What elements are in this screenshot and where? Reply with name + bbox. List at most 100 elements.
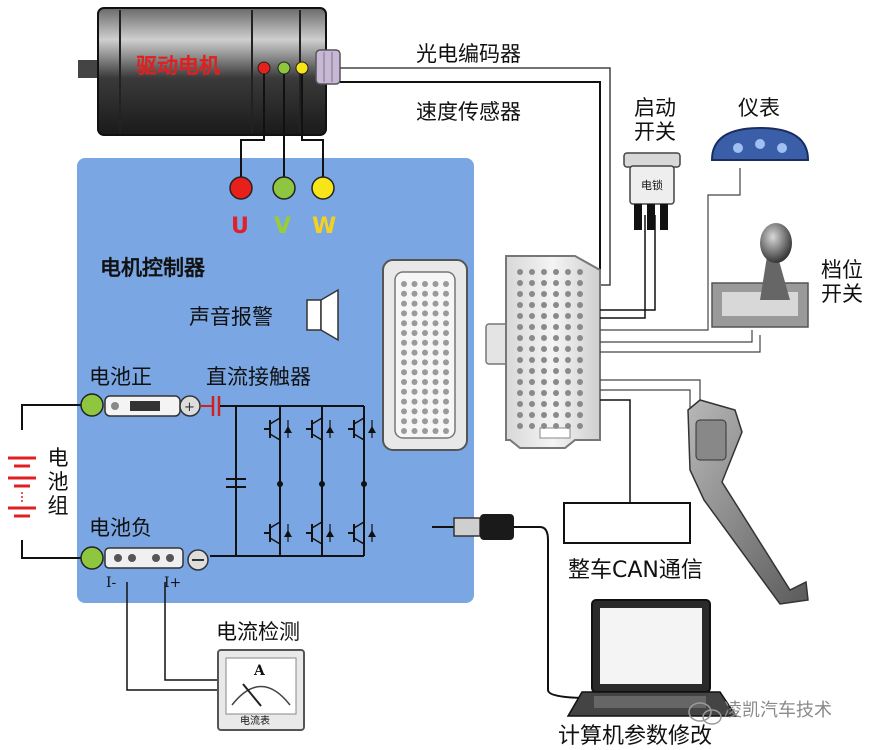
connector-pin: [577, 379, 583, 385]
connector-pin: [443, 398, 449, 405]
connector-pin: [541, 357, 547, 363]
connector-pin: [443, 281, 449, 287]
igbt-switch: [348, 518, 376, 548]
phase-node: [319, 481, 325, 487]
connector-pin: [577, 346, 583, 352]
connector-pin: [517, 368, 523, 374]
connector-pin: [565, 368, 571, 374]
connector-pin: [565, 324, 571, 330]
connector-pin: [541, 335, 547, 341]
connector-pin: [553, 423, 559, 429]
connector-pin: [577, 313, 583, 319]
connector-pin: [517, 335, 523, 341]
connector-pin: [541, 313, 547, 319]
gear-shifter: [711, 223, 809, 328]
connector-pin: [443, 379, 449, 385]
connector-pin: [443, 359, 449, 366]
connector-pin: [432, 379, 439, 385]
connector-pin: [443, 300, 449, 307]
connector-pin: [529, 379, 535, 385]
connector-pin: [517, 324, 523, 330]
dc-contactor-symbol: [200, 396, 236, 416]
controller-panel: [77, 158, 474, 603]
connector-pin: [432, 310, 439, 317]
igbt-switch: [264, 414, 292, 444]
connector-pin: [443, 330, 449, 336]
start-switch-label: 启动开关: [634, 96, 676, 145]
connector-pin: [411, 379, 418, 385]
connector-pin: [443, 310, 449, 317]
battery-pack-label: 电池组: [47, 446, 69, 519]
igbt-switch: [348, 414, 376, 444]
connector-pin: [422, 281, 428, 287]
gear-switch-label: 档位开关: [821, 258, 863, 307]
battery-positive-label: 电池正: [89, 365, 152, 389]
connector-pin: [517, 401, 523, 407]
connector-pin: [517, 423, 523, 429]
lock-text: 电锁: [641, 179, 663, 192]
connector-pin: [443, 320, 449, 327]
connector-pin: [541, 346, 547, 352]
connector-pin: [401, 418, 407, 425]
accelerator-pedal: [687, 399, 809, 605]
connector-pin: [529, 302, 535, 308]
current-sensing-label: 电流检测: [216, 620, 300, 644]
connector-pin: [443, 290, 449, 297]
connector-pin: [553, 357, 559, 363]
alarm-label: 声音报警: [189, 305, 273, 329]
connector-pin: [565, 379, 571, 385]
connector-pin: [432, 398, 439, 405]
connector-pin: [529, 401, 535, 407]
connector-pin: [577, 390, 583, 396]
connector-pin: [443, 408, 449, 415]
connector-pin: [411, 388, 418, 395]
dc-contactor-label: 直流接触器: [206, 365, 311, 389]
battery-pack-symbol: [8, 430, 36, 540]
ammeter-caption: 电流表: [240, 716, 270, 727]
connector-pin: [401, 300, 407, 307]
connector-pin: [577, 357, 583, 363]
connector-pin: [517, 291, 523, 297]
connector-pin: [422, 290, 428, 297]
connector-pin: [541, 269, 547, 275]
connector-pin: [565, 291, 571, 297]
connector-pin: [411, 369, 418, 376]
shunt-mark-plus: I+: [164, 575, 182, 591]
drive-motor: [78, 7, 341, 136]
phase-ball-w: [311, 176, 335, 200]
connector-pin: [517, 357, 523, 363]
connector-pin: [401, 339, 407, 346]
connector-pin: [553, 379, 559, 385]
connector-pin: [553, 302, 559, 308]
phase-node: [277, 481, 283, 487]
connector-pin: [422, 408, 428, 415]
connector-pin: [565, 269, 571, 275]
connector-pin: [411, 300, 418, 307]
connector-pin: [443, 339, 449, 346]
connector-pin: [541, 302, 547, 308]
can-bus-box: [563, 502, 691, 544]
connector-pin: [577, 368, 583, 374]
fuse: [104, 395, 181, 417]
connector-pin: [411, 408, 418, 415]
connector-pin: [529, 291, 535, 297]
connector-pin: [565, 357, 571, 363]
connector-pin: [577, 335, 583, 341]
connector-pin: [401, 290, 407, 297]
phase-ball-u: [229, 176, 253, 200]
connector-pin: [577, 269, 583, 275]
battery-positive-terminal: [80, 393, 104, 417]
connector-pin: [443, 369, 449, 376]
connector-pin: [422, 349, 428, 356]
connector-pin: [422, 418, 428, 425]
connector-pin: [401, 388, 407, 395]
connector-pin: [553, 368, 559, 374]
connector-pin: [443, 418, 449, 425]
connector-pin: [411, 290, 418, 297]
connector-pin: [517, 346, 523, 352]
phase-ball-v: [272, 176, 296, 200]
connector-pin: [422, 359, 428, 366]
connector-pin: [553, 313, 559, 319]
connector-pin: [529, 335, 535, 341]
motor-terminal-v: [277, 61, 291, 75]
